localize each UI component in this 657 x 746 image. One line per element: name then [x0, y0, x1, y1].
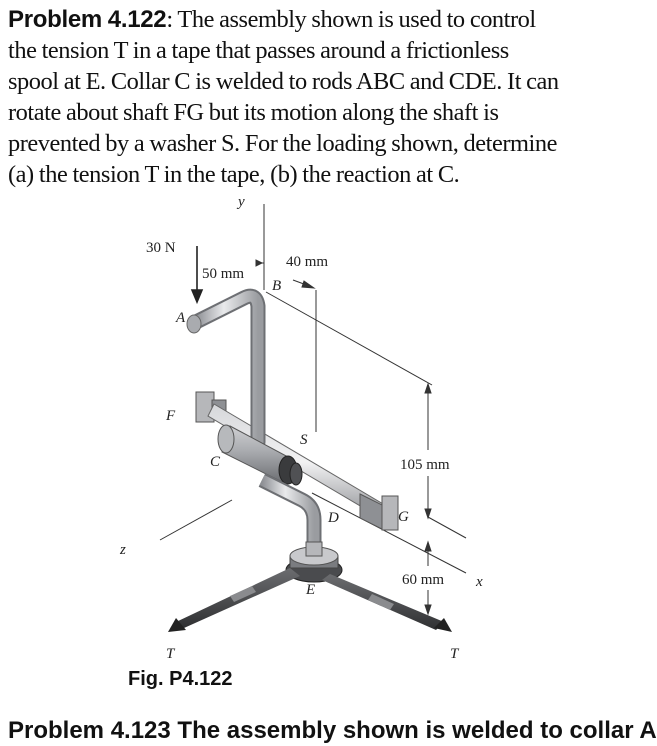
problem-text-line: (a) the tension T in the tape, (b) the r…: [8, 161, 460, 188]
y-axis-label: y: [236, 194, 245, 210]
tension-right-label: T: [450, 646, 460, 662]
figure-caption: Fig. P4.122: [128, 668, 233, 690]
washer-s-label: S: [300, 432, 308, 448]
next-problem-heading: Problem 4.123 The assembly shown is weld…: [8, 717, 657, 744]
point-g-label: G: [398, 509, 409, 525]
coordinate-axes: [159, 204, 467, 574]
problem-text-line: : The assembly shown is used to control: [166, 6, 536, 33]
dim-40-label: 40 mm: [286, 254, 328, 270]
point-b-label: B: [272, 278, 281, 294]
point-a-label: A: [175, 310, 186, 326]
force-label: 30 N: [146, 240, 176, 256]
point-f-label: F: [165, 408, 176, 424]
x-axis-label: x: [475, 574, 483, 590]
problem-text-line: prevented by a washer S. For the loading…: [8, 130, 557, 157]
assembly-figure: y 30 N 50 mm 40 mm B A F S C 105 mm D G …: [119, 194, 483, 662]
dimension-lines: [255, 259, 432, 616]
problem-statement: Problem 4.122: The assembly shown is use…: [8, 4, 612, 190]
rod-abc: [186, 288, 266, 450]
rod-cde: [258, 473, 322, 548]
x-axis: [311, 492, 467, 574]
washer-s: [289, 462, 303, 486]
point-c-label: C: [210, 454, 221, 470]
dim-60-label: 60 mm: [402, 572, 444, 588]
dim-105-label: 105 mm: [400, 457, 450, 473]
tape: [176, 568, 444, 630]
z-axis: [159, 499, 233, 541]
z-axis-label: z: [119, 542, 126, 558]
dim-50-label: 50 mm: [202, 266, 244, 282]
problem-line-1: Problem 4.122: The assembly shown is use…: [8, 4, 612, 35]
force-arrow: [190, 246, 204, 305]
problem-text-line: spool at E. Collar C is welded to rods A…: [8, 68, 559, 95]
bracket-g: [359, 493, 399, 531]
problem-text-line: the tension T in a tape that passes arou…: [8, 37, 509, 64]
guide-line-b: [265, 291, 433, 386]
problem-heading: Problem 4.122: [8, 6, 167, 33]
point-e-label: E: [305, 582, 315, 598]
tension-left-label: T: [166, 646, 176, 662]
tension-arrows: [168, 618, 452, 632]
point-d-label: D: [327, 510, 339, 526]
problem-text-line: rotate about shaft FG but its motion alo…: [8, 99, 499, 126]
guide-line-g: [427, 516, 467, 539]
